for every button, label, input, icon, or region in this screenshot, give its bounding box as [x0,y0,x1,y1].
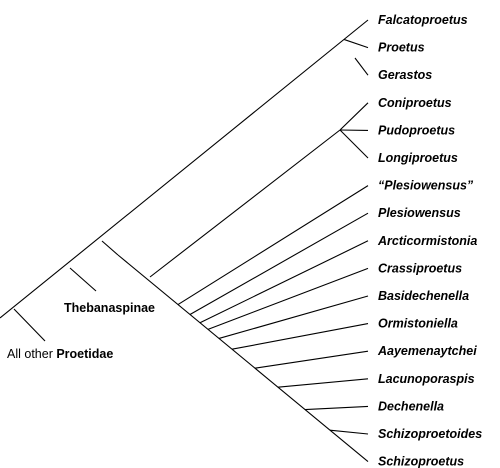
clade-label-thebanaspinae: Thebanaspinae [64,301,155,315]
outgroup-prefix: All other [7,347,56,361]
coniproetus-branch [339,102,369,131]
taxon-label: Basidechenella [378,289,469,303]
taxon-label: “Plesiowensus” [378,179,474,193]
taxon-label: Schizoproetoides [378,427,482,441]
tip-branch [199,240,369,324]
tree-branches [0,19,369,463]
coniproetus-group-stem [149,129,341,278]
taxon-label: Plesiowensus [378,206,461,220]
proetus-branch [343,38,369,49]
outgroup-name: Proetidae [56,347,113,361]
tip-branch [329,429,369,435]
lower-clade-node [101,240,119,256]
taxon-label: Schizoproetus [378,455,464,468]
taxon-label: Pudoproetus [378,123,455,137]
tip-branch [254,350,369,369]
lower-clade-branch [117,254,369,463]
taxon-label: Arcticormistonia [377,234,477,248]
tip-branch [277,378,369,388]
taxon-label: Lacunoporaspis [378,372,475,386]
outgroup-branch [13,308,46,342]
taxon-label: Gerastos [378,68,432,82]
taxon-label: Dechenella [378,399,444,413]
tip-branch [218,295,369,339]
taxon-label: Crassiproetus [378,261,462,275]
backbone-branch [0,19,369,319]
tip-branch [189,212,369,315]
taxon-label: Aayemenaytchei [377,344,477,358]
longiproetus-branch [339,129,369,159]
tip-branch [304,405,369,411]
tip-branch [207,267,369,330]
taxon-labels: FalcatoproetusProetusGerastosConiproetus… [377,13,482,468]
tip-branch [231,323,369,350]
thebanaspinae-stem [69,267,97,292]
gerastos-branch [354,57,369,76]
taxon-label: Falcatoproetus [378,13,468,27]
outgroup-label: All other Proetidae [7,347,113,361]
tip-branch [177,185,369,306]
taxon-label: Ormistoniella [378,317,458,331]
taxon-label: Proetus [378,41,425,55]
taxon-label: Coniproetus [378,96,452,110]
taxon-label: Longiproetus [378,151,458,165]
